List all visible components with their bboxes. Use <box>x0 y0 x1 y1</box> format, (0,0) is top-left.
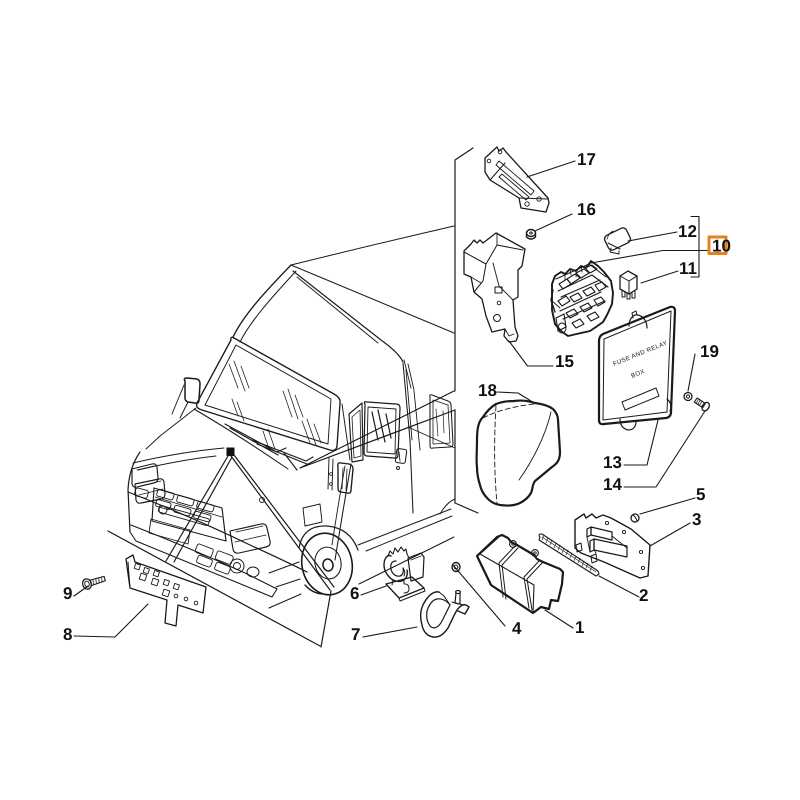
svg-text:11: 11 <box>679 259 697 278</box>
svg-text:6: 6 <box>350 584 359 603</box>
svg-text:14: 14 <box>603 475 622 494</box>
svg-text:3: 3 <box>692 510 701 529</box>
svg-text:FUSE AND RELAY: FUSE AND RELAY <box>612 340 668 368</box>
svg-text:17: 17 <box>577 150 596 169</box>
svg-text:12: 12 <box>678 222 697 241</box>
svg-text:15: 15 <box>555 352 574 371</box>
svg-text:2: 2 <box>639 586 648 605</box>
svg-text:8: 8 <box>63 625 72 644</box>
svg-text:13: 13 <box>603 453 622 472</box>
svg-text:BOX: BOX <box>630 368 646 380</box>
svg-text:18: 18 <box>478 381 497 400</box>
svg-text:7: 7 <box>351 625 360 644</box>
svg-text:5: 5 <box>696 485 705 504</box>
svg-text:4: 4 <box>512 619 522 638</box>
svg-text:10: 10 <box>712 237 731 256</box>
svg-text:9: 9 <box>63 584 72 603</box>
svg-text:1: 1 <box>575 618 584 637</box>
svg-text:19: 19 <box>700 342 719 361</box>
svg-text:16: 16 <box>577 200 596 219</box>
